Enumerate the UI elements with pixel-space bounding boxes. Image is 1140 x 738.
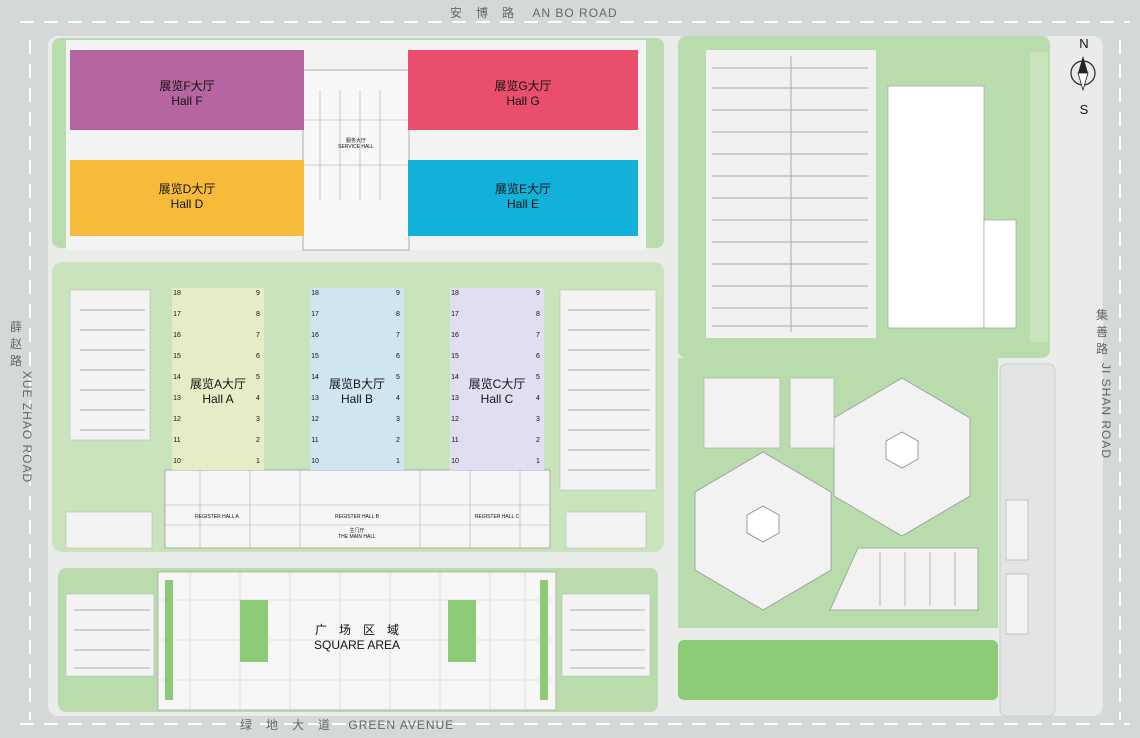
register-hall-b-label: REGISTER HALL B bbox=[335, 514, 379, 520]
door-number-right: 1 bbox=[256, 458, 260, 465]
road-east-cn-label: 集善路 bbox=[1095, 308, 1108, 356]
door-number-right: 8 bbox=[536, 311, 540, 318]
door-number-left: 15 bbox=[311, 353, 319, 360]
door-number-left: 12 bbox=[451, 416, 459, 423]
door-number-right: 6 bbox=[536, 353, 540, 360]
door-number-right: 5 bbox=[536, 374, 540, 381]
door-number-left: 10 bbox=[451, 458, 459, 465]
road-west-cn-label: 薛赵路 bbox=[9, 320, 22, 368]
door-number-left: 14 bbox=[311, 374, 319, 381]
door-number-right: 8 bbox=[396, 311, 400, 318]
door-number-right: 4 bbox=[396, 395, 400, 402]
hall-b-block[interactable] bbox=[310, 288, 404, 470]
door-number-left: 15 bbox=[451, 353, 459, 360]
door-number-right: 7 bbox=[536, 332, 540, 339]
door-number-left: 13 bbox=[173, 395, 181, 402]
door-number-left: 10 bbox=[173, 458, 181, 465]
road-east-en-label: JI SHAN ROAD bbox=[1099, 362, 1114, 460]
door-number-left: 11 bbox=[311, 437, 319, 444]
register-hall-c-label: REGISTER HALL C bbox=[474, 514, 520, 520]
door-number-right: 5 bbox=[256, 374, 260, 381]
road-south-label: 绿 地 大 道 GREEN AVENUE bbox=[240, 718, 455, 732]
hall-c-block[interactable] bbox=[450, 288, 544, 470]
hall-f-block[interactable] bbox=[70, 50, 304, 130]
door-number-left: 11 bbox=[451, 437, 459, 444]
door-number-right: 2 bbox=[536, 437, 540, 444]
door-number-left: 10 bbox=[311, 458, 319, 465]
door-number-right: 4 bbox=[256, 395, 260, 402]
door-number-right: 7 bbox=[256, 332, 260, 339]
door-number-right: 3 bbox=[536, 416, 540, 423]
compass-north-label: N bbox=[1079, 36, 1089, 51]
door-number-right: 6 bbox=[396, 353, 400, 360]
door-number-right: 9 bbox=[256, 290, 260, 297]
door-number-right: 3 bbox=[396, 416, 400, 423]
door-number-left: 16 bbox=[311, 332, 319, 339]
door-number-left: 13 bbox=[451, 395, 459, 402]
door-number-right: 1 bbox=[396, 458, 400, 465]
door-number-left: 12 bbox=[173, 416, 181, 423]
door-number-left: 16 bbox=[173, 332, 181, 339]
door-number-right: 8 bbox=[256, 311, 260, 318]
door-number-right: 2 bbox=[256, 437, 260, 444]
door-number-right: 6 bbox=[256, 353, 260, 360]
compass-south-label: S bbox=[1079, 102, 1089, 117]
door-number-left: 14 bbox=[451, 374, 459, 381]
hall-d-block[interactable] bbox=[70, 160, 304, 236]
compass-icon bbox=[1070, 56, 1096, 92]
door-number-right: 9 bbox=[536, 290, 540, 297]
door-number-left: 18 bbox=[451, 290, 459, 297]
door-number-right: 2 bbox=[396, 437, 400, 444]
door-number-left: 17 bbox=[451, 311, 459, 318]
door-number-left: 16 bbox=[451, 332, 459, 339]
door-number-left: 17 bbox=[311, 311, 319, 318]
door-number-left: 14 bbox=[173, 374, 181, 381]
door-number-right: 3 bbox=[256, 416, 260, 423]
hall-a-block[interactable] bbox=[172, 288, 264, 470]
road-west-en-label: XUE ZHAO ROAD bbox=[20, 370, 35, 484]
door-number-left: 13 bbox=[311, 395, 319, 402]
road-north-label: 安 博 路 AN BO ROAD bbox=[450, 6, 618, 20]
door-number-right: 4 bbox=[536, 395, 540, 402]
hall-g-block[interactable] bbox=[408, 50, 638, 130]
door-number-right: 7 bbox=[396, 332, 400, 339]
door-number-left: 12 bbox=[311, 416, 319, 423]
door-number-left: 18 bbox=[173, 290, 181, 297]
register-hall-a-label: REGISTER HALL A bbox=[195, 514, 239, 520]
door-number-left: 11 bbox=[173, 437, 181, 444]
door-number-left: 18 bbox=[311, 290, 319, 297]
door-number-right: 1 bbox=[536, 458, 540, 465]
door-number-right: 5 bbox=[396, 374, 400, 381]
door-number-left: 15 bbox=[173, 353, 181, 360]
door-number-right: 9 bbox=[396, 290, 400, 297]
hall-e-block[interactable] bbox=[408, 160, 638, 236]
door-number-left: 17 bbox=[173, 311, 181, 318]
